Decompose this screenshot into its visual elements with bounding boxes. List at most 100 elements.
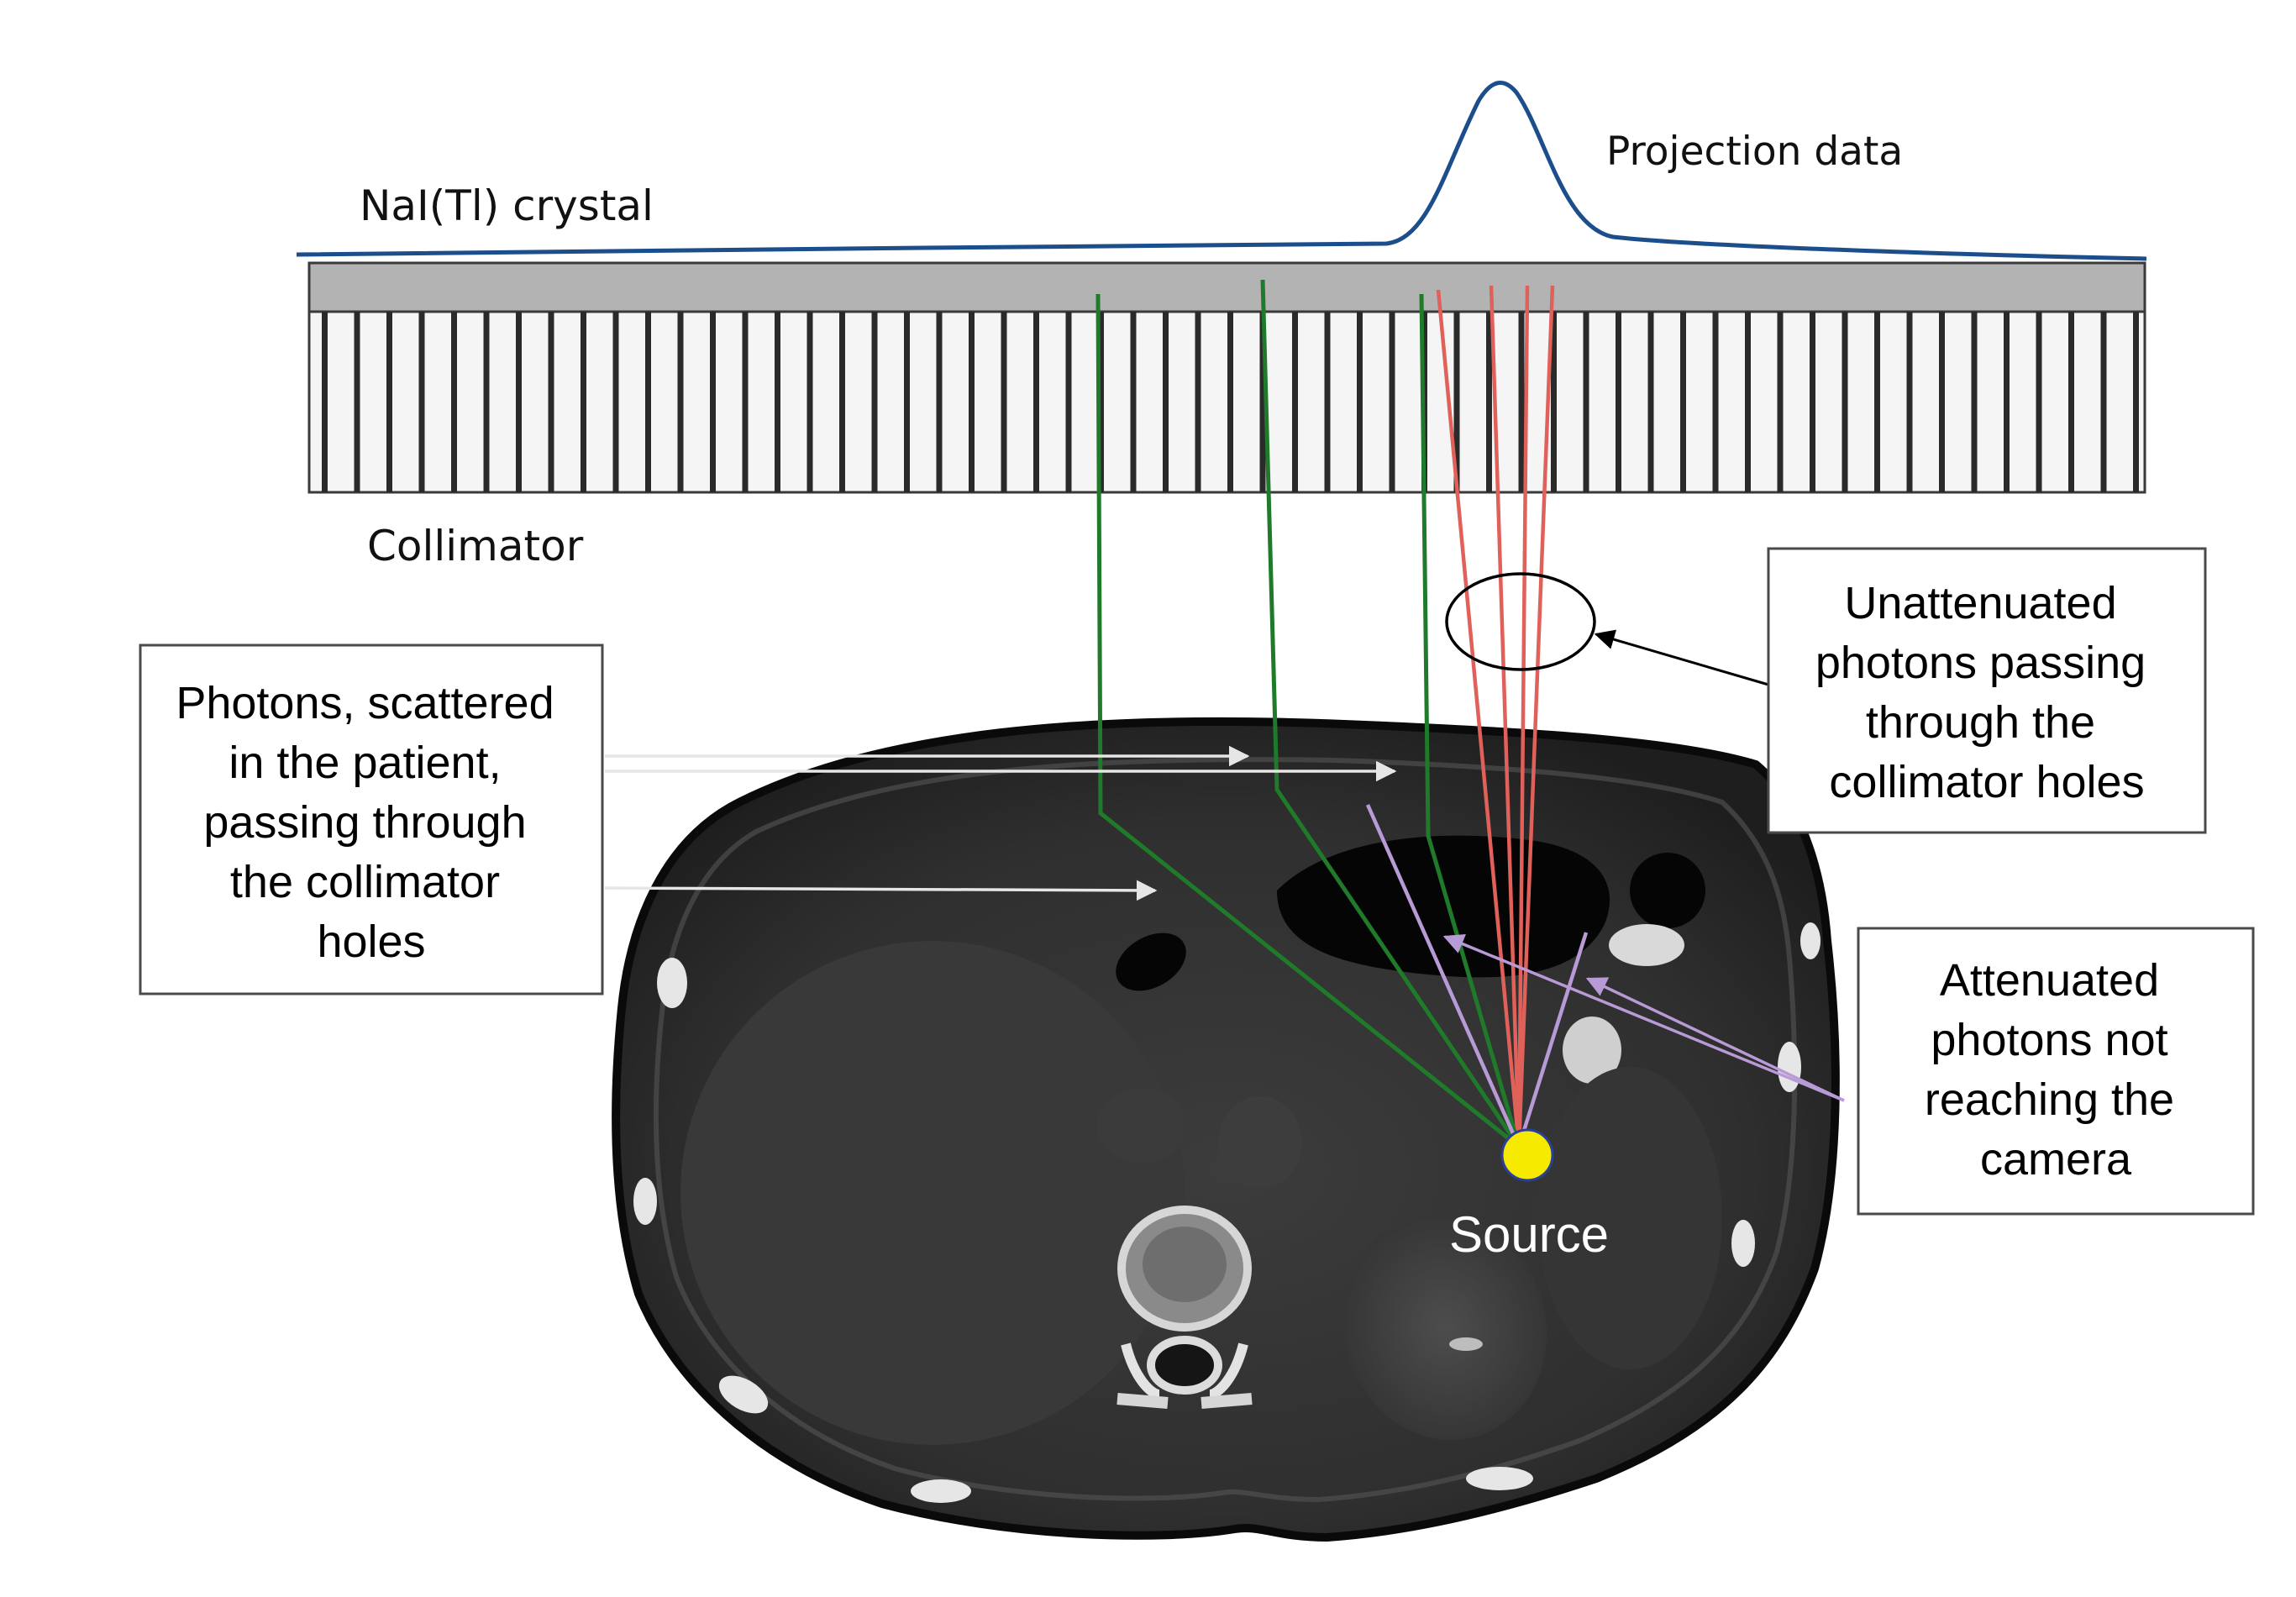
projection-data-curve (296, 81, 2147, 261)
attenuated-line: Attenuated (1940, 955, 2159, 1006)
collimator-septum (969, 312, 975, 492)
attenuated-callout-box (1857, 927, 2255, 1216)
collimator-septum (936, 312, 943, 492)
arrow (604, 880, 1158, 901)
collimator-septa (322, 312, 2139, 492)
attenuated-rays (1365, 804, 1589, 1148)
collimator-septum (645, 312, 651, 492)
collimator-septum (516, 312, 522, 492)
svg-text:Attenuated photons not: Attenuated photons not reaching the came… (1925, 955, 2187, 1185)
liver (680, 941, 1185, 1445)
scattered-callout-box (139, 644, 604, 995)
collimator-septum (742, 312, 749, 492)
bowel-contrast-1 (1609, 924, 1684, 966)
collimator-septum (1001, 312, 1007, 492)
crystal-label: NaI(Tl) crystal (360, 181, 654, 230)
collimator-septum (1680, 312, 1686, 492)
collimator-septum (1583, 312, 1589, 492)
collimator-septum (1453, 312, 1460, 492)
small-gas (1116, 932, 1186, 991)
collimator-septum (1163, 312, 1169, 492)
scattered-line: in the patient, (229, 738, 501, 788)
source-label: Source (1449, 1206, 1609, 1263)
collimator-septum (1906, 312, 1913, 492)
collimator-septum (1259, 312, 1266, 492)
arrow (1442, 934, 1845, 1102)
collimator-septum (871, 312, 878, 492)
collimator-septum (2004, 312, 2010, 492)
ribs (633, 922, 1821, 1503)
collimator-septum (2100, 312, 2107, 492)
scattered-arrows (604, 745, 1397, 901)
collimator-septum (548, 312, 554, 492)
scattered-path (1095, 293, 1521, 1148)
renal-hilum (1449, 1337, 1483, 1351)
unattenuated-ray (1436, 289, 1521, 1148)
source-marker (1500, 1128, 1554, 1182)
collimator-septum (1810, 312, 1815, 492)
attenuated-callout: Attenuated photons not reaching the came… (1857, 927, 2255, 1216)
collimator-septum (581, 312, 586, 492)
attenuated-ray (1516, 932, 1589, 1148)
collimator-septum (386, 312, 392, 492)
collimator-septum (1777, 312, 1784, 492)
scattered-line: Photons, scattered (176, 678, 554, 728)
unattenuated-callout: Unattenuated photons passing through the… (1767, 547, 2207, 834)
scattered-path (1260, 279, 1521, 1148)
arrow (1585, 977, 1845, 1102)
collimator-septum (1616, 312, 1621, 492)
scattered-line: passing through (203, 797, 526, 848)
collimator-septum (1842, 312, 1848, 492)
vertebra (1116, 1206, 1253, 1409)
unattenuated-ray (1489, 285, 1521, 1148)
attenuated-ray (1365, 804, 1521, 1148)
collimator-septum (1939, 312, 1945, 492)
collimator-septum (1518, 312, 1525, 492)
collimator-label: Collimator (367, 522, 584, 570)
unattenuated-line: Unattenuated (1844, 578, 2116, 628)
collimator-septum (1874, 312, 1880, 492)
unattenuated-ray (1516, 285, 1530, 1148)
scattered-paths (1095, 279, 1521, 1148)
collimator-septum (1033, 312, 1039, 492)
nai-crystal (307, 261, 2146, 313)
scattered-line: the collimator (230, 857, 500, 907)
collimator-septum (2068, 312, 2074, 492)
scattered-callout: Photons, scattered in the patient, passi… (139, 644, 604, 995)
unattenuated-rays (1436, 285, 1555, 1148)
attenuated-line: reaching the (1925, 1074, 2174, 1125)
attenuated-line: camera (1980, 1134, 2132, 1185)
collimator-septum (839, 312, 845, 492)
collimator-septum (322, 312, 328, 492)
collimator-septum (1324, 312, 1331, 492)
collimator-septum (1971, 312, 1978, 492)
collimator-septum (1227, 312, 1233, 492)
collimator-septum (483, 312, 490, 492)
collimator-septum (1098, 312, 1104, 492)
collimator-septum (2133, 312, 2139, 492)
collimator-septum (418, 312, 425, 492)
unattenuated-highlight-ellipse (1445, 572, 1596, 671)
collimator-septum (451, 312, 457, 492)
unattenuated-ray (1516, 285, 1555, 1148)
collimator-septum (1357, 312, 1363, 492)
unattenuated-callout-box (1767, 547, 2207, 834)
unattenuated-arrow (1594, 629, 1769, 686)
collimator-septum (1486, 312, 1492, 492)
collimator-septum (710, 312, 716, 492)
unattenuated-line: collimator holes (1829, 757, 2144, 807)
collimator-septum (1647, 312, 1654, 492)
collimator-septum (1389, 312, 1395, 492)
collimator-septum (1745, 312, 1751, 492)
colon-gas (1630, 853, 1705, 928)
scattered-line: holes (317, 917, 425, 967)
collimator-septum (354, 312, 360, 492)
scattered-path (1419, 293, 1521, 1148)
kidney (1342, 1214, 1547, 1441)
collimator-septum (1065, 312, 1072, 492)
collimator-septum (677, 312, 684, 492)
attenuated-arrows (1442, 934, 1845, 1102)
collimator-septum (1292, 312, 1298, 492)
collimator-septum (2036, 312, 2042, 492)
